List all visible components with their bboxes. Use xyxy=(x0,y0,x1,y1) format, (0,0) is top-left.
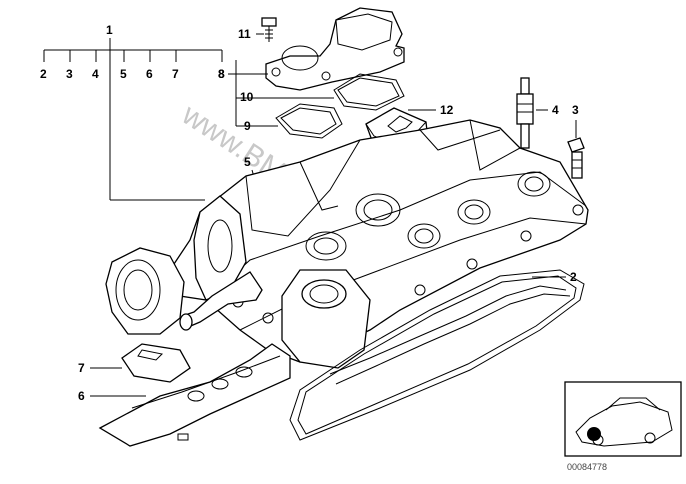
bracket-row: 2 3 4 5 6 7 8 xyxy=(40,67,225,81)
bolt-part xyxy=(261,17,277,42)
callout-11: 11 xyxy=(238,27,251,41)
callout-10: 10 xyxy=(240,90,254,104)
bracket-label-4: 4 xyxy=(92,67,99,81)
sensor-group: 4 xyxy=(516,77,559,149)
bolt-3-group: 3 xyxy=(567,103,585,179)
breather-cover-group: 11 8 10 9 xyxy=(218,7,405,139)
bracket-label-5: 5 xyxy=(120,67,127,81)
right-label-2: 2 xyxy=(570,270,577,284)
cover-7-group: 7 xyxy=(78,343,191,383)
bracket-label-6: 6 xyxy=(146,67,153,81)
gasket-10-part xyxy=(333,73,405,111)
callout-12: 12 xyxy=(440,103,454,117)
small-cover-part xyxy=(121,343,191,383)
right-label-4: 4 xyxy=(552,103,559,117)
callout-8: 8 xyxy=(218,67,225,81)
cylinder-head-cover-part xyxy=(105,119,589,369)
bracket-label-3: 3 xyxy=(66,67,73,81)
bracket-label-7: 7 xyxy=(172,67,179,81)
right-label-3: 3 xyxy=(572,103,579,117)
breather-cover-part xyxy=(265,7,405,91)
gasket-9-part xyxy=(275,103,343,139)
left-label-6: 6 xyxy=(78,389,85,403)
shield-part xyxy=(98,343,291,447)
bracket-label-2: 2 xyxy=(40,67,47,81)
callout-1: 1 xyxy=(106,23,113,37)
bracket-label-8: 8 xyxy=(218,67,225,81)
gasket-2-part: 2 xyxy=(289,269,585,441)
shield-6-group: 6 xyxy=(78,343,291,447)
callout-1-group: 1 xyxy=(43,23,223,201)
reference-number: 00084778 xyxy=(567,462,607,472)
callout-5: 5 xyxy=(244,155,251,169)
car-reference-thumbnail: 00084778 xyxy=(564,381,682,472)
location-marker-dot xyxy=(587,427,601,441)
left-label-7: 7 xyxy=(78,361,85,375)
